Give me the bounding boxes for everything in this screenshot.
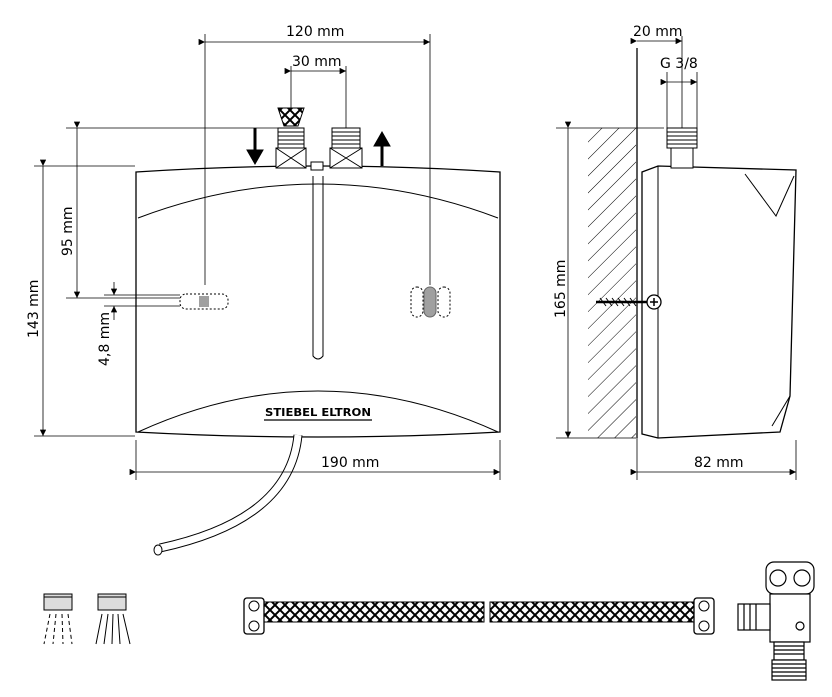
inlet-connection xyxy=(275,107,307,169)
dim-82mm: 82 mm xyxy=(694,455,744,471)
side-dimension-lines xyxy=(556,36,797,480)
dim-g-3-8: G 3/8 xyxy=(660,56,698,72)
arrow-down-icon xyxy=(246,128,264,166)
dim-20mm: 20 mm xyxy=(633,24,683,40)
front-center-slot xyxy=(312,176,324,360)
dim-120mm: 120 mm xyxy=(286,24,344,40)
wall-hatching xyxy=(588,128,636,438)
shower-spray-narrow-icon xyxy=(43,593,73,645)
front-view xyxy=(135,107,501,556)
brand-logo-plate xyxy=(262,405,374,419)
angle-valve xyxy=(737,561,815,681)
front-dimension-lines xyxy=(34,34,501,480)
arrow-up-icon xyxy=(373,130,391,166)
side-view xyxy=(588,48,797,439)
shower-spray-wide-icon xyxy=(95,593,131,645)
dim-30mm: 30 mm xyxy=(292,54,342,70)
right-indicator xyxy=(410,286,451,318)
dim-165mm: 165 mm xyxy=(553,260,569,318)
front-lower-arc xyxy=(137,390,499,433)
front-upper-arc xyxy=(137,183,499,219)
heater-body-side xyxy=(641,165,797,439)
strainer-icon xyxy=(277,107,305,127)
left-indicator xyxy=(179,293,229,310)
brand-logo-text: STIEBEL ELTRON xyxy=(265,406,371,419)
dim-4-8mm: 4,8 mm xyxy=(97,312,113,366)
heater-body-front xyxy=(135,165,501,438)
dim-95mm: 95 mm xyxy=(60,206,76,256)
dim-143mm: 143 mm xyxy=(26,280,42,338)
dim-190mm: 190 mm xyxy=(321,455,379,471)
screw-icon xyxy=(596,294,662,310)
outlet-connection xyxy=(329,127,363,169)
braided-hose xyxy=(243,597,715,635)
